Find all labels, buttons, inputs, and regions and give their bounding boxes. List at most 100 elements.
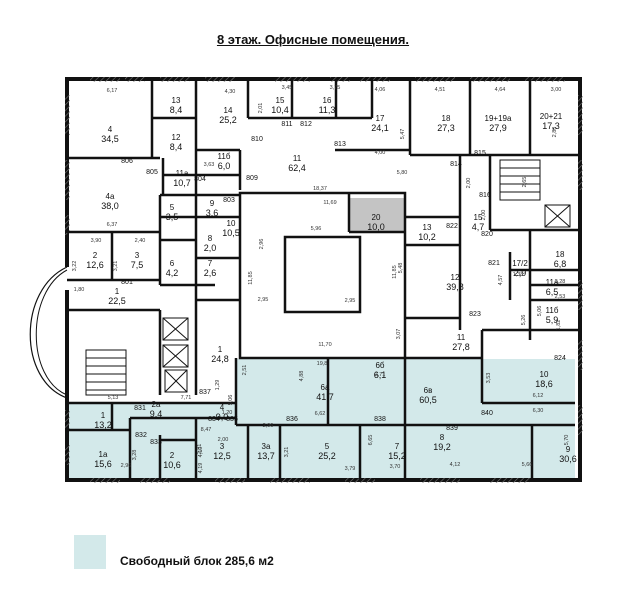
dimension-56: 3,21 <box>284 447 290 458</box>
room-area-r12b: 39,8 <box>446 282 464 292</box>
dimension-40: 1,82 <box>556 320 562 331</box>
legend-swatch <box>74 535 106 569</box>
room-area-r2a: 9,4 <box>150 409 163 419</box>
room-number-r13: 13 <box>172 96 181 105</box>
dimension-18: 2,00 <box>481 210 487 221</box>
dimension-16: 11,69 <box>323 200 336 206</box>
dimension-64: 1,29 <box>215 380 221 391</box>
room-number-r16: 16 <box>323 96 332 105</box>
dimension-48: 3,53 <box>486 373 492 384</box>
door-label-814: 814 <box>450 161 462 168</box>
dimension-21: 6,37 <box>107 222 118 228</box>
room-number-r9: 9 <box>210 199 215 208</box>
dimension-38: 2,53 <box>555 294 566 300</box>
room-number-r11b: 11б <box>218 152 231 161</box>
room-number-r4f: 4 <box>220 403 225 412</box>
dimension-35: 1,38 <box>513 272 524 278</box>
room-number-r3f: 3 <box>220 442 225 451</box>
room-number-r11c: 11 <box>457 333 466 342</box>
door-label-832: 832 <box>135 432 147 439</box>
room-area-r13: 8,4 <box>170 105 183 115</box>
room-number-r9f: 9 <box>566 445 571 454</box>
room-number-r6: 6 <box>170 259 175 268</box>
room-area-r4f: 9,0 <box>216 412 229 422</box>
room-number-r2a: 2а <box>152 400 161 409</box>
room-number-r10b: 10 <box>540 370 549 379</box>
dimension-24: 1,80 <box>74 287 85 293</box>
door-label-831: 831 <box>134 405 146 412</box>
room-number-r1b: 1 <box>218 345 223 354</box>
dimension-10: 4,00 <box>375 150 386 156</box>
dimension-67: 2,00 <box>218 437 229 443</box>
dimension-53: 4,10 <box>198 447 204 458</box>
room-number-r6a: 6а <box>321 383 330 392</box>
dimension-55: 2,96 <box>263 423 274 429</box>
room-number-r20g: 20 <box>372 213 381 222</box>
door-label-833: 833 <box>150 439 162 446</box>
room-number-r1f: 1 <box>101 411 106 420</box>
room-number-r11a: 11а <box>176 169 189 178</box>
dimension-28: 2,95 <box>345 298 356 304</box>
dimension-66: 8,47 <box>201 427 212 433</box>
room-number-r7f: 7 <box>395 442 400 451</box>
room-area-r15b: 4,7 <box>472 222 485 232</box>
room-number-r15b: 15 <box>474 213 483 222</box>
room-number-r1: 1 <box>115 287 120 296</box>
room-area-r12: 8,4 <box>170 142 183 152</box>
dimension-62: 5,70 <box>564 435 570 446</box>
room-20-grey-fill <box>349 198 406 231</box>
room-area-r6v: 60,5 <box>419 395 437 405</box>
room-area-r10b: 18,6 <box>535 379 553 389</box>
room-number-r15: 15 <box>276 96 285 105</box>
dimension-31: 5,48 <box>398 263 404 274</box>
dimension-68: 2,81 <box>197 444 203 455</box>
room-area-r11c: 27,8 <box>452 342 470 352</box>
dimension-34: 11,70 <box>318 342 331 348</box>
dimension-58: 6,65 <box>368 435 374 446</box>
dimension-54: 4,19 <box>198 463 204 474</box>
room-labels: 434,5138,4128,41425,21510,41611,31724,11… <box>86 96 577 470</box>
room-area-r1a: 15,6 <box>94 459 112 469</box>
room-area-r11bb: 5,9 <box>546 315 559 325</box>
room-number-r4: 4 <box>108 125 113 134</box>
dimension-30: 11,85 <box>392 265 398 278</box>
dimension-52: 2,96 <box>121 463 132 469</box>
room-number-r18b: 18 <box>556 250 565 259</box>
page-title: 8 этаж. Офисные помещения. <box>216 32 410 47</box>
dimension-49: 6,12 <box>533 393 544 399</box>
room-number-r5f: 5 <box>325 442 330 451</box>
room-area-r5f: 25,2 <box>318 451 336 461</box>
room-area-r17: 24,1 <box>371 123 389 133</box>
dimension-60: 4,12 <box>450 462 461 468</box>
door-label-803: 803 <box>223 197 235 204</box>
room-area-r3: 7,5 <box>131 260 144 270</box>
room-area-r18: 27,3 <box>437 123 455 133</box>
room-area-r3a: 13,7 <box>257 451 275 461</box>
room-area-r2021: 17,3 <box>542 121 560 131</box>
room-area-r18b: 6,8 <box>554 259 567 269</box>
dimension-27: 2,95 <box>258 297 269 303</box>
door-label-812: 812 <box>300 121 312 128</box>
dimension-63: 5,06 <box>228 395 234 406</box>
door-label-840: 840 <box>481 410 493 417</box>
door-label-810: 810 <box>251 136 263 143</box>
room-area-r9f: 30,6 <box>559 454 577 464</box>
legend-label: Свободный блок 285,6 м2 <box>120 554 274 568</box>
room-area-r15: 10,4 <box>271 105 289 115</box>
dimension-43: 2,51 <box>242 365 248 376</box>
dimension-25: 2,96 <box>259 239 265 250</box>
dimension-59: 3,70 <box>390 464 401 470</box>
dimension-20: 2,40 <box>135 238 146 244</box>
door-label-824: 824 <box>554 355 566 362</box>
room-number-r2021: 20+21 <box>540 112 563 121</box>
room-number-r172: 17/2 <box>512 259 528 268</box>
door-label-839: 839 <box>446 425 458 432</box>
dimension-0: 6,17 <box>107 88 118 94</box>
room-number-r11bb: 11б <box>546 306 559 315</box>
door-label-806: 806 <box>121 158 133 165</box>
dimension-17: 2,00 <box>466 178 472 189</box>
room-number-r18: 18 <box>442 114 451 123</box>
room-number-r2: 2 <box>93 251 98 260</box>
door-label-834: 834 <box>208 416 220 423</box>
